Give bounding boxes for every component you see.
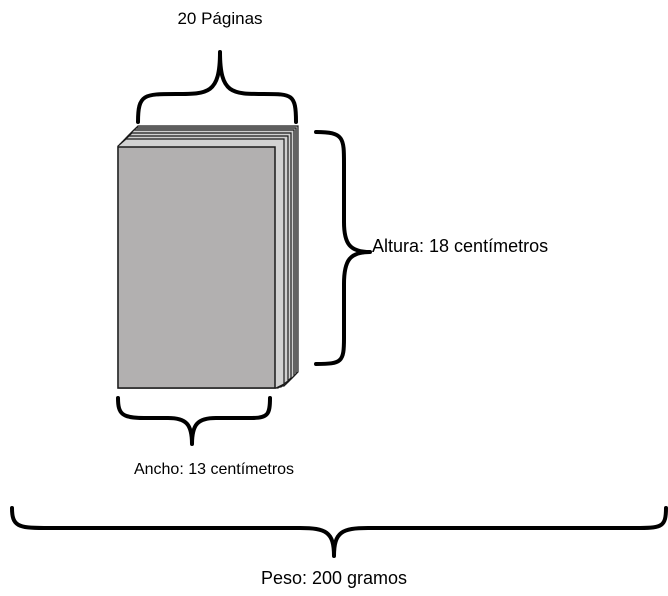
height-brace — [314, 130, 372, 366]
book-cover — [117, 146, 276, 389]
pages-brace — [136, 50, 298, 124]
pages-label: 20 Páginas — [177, 9, 263, 28]
height-label: Altura: 18 centímetros — [372, 236, 549, 256]
weight-label: Peso: 200 gramos — [260, 568, 408, 588]
width-brace — [116, 396, 272, 446]
width-label: Ancho: 13 centímetros — [133, 461, 295, 478]
weight-brace — [10, 506, 668, 558]
